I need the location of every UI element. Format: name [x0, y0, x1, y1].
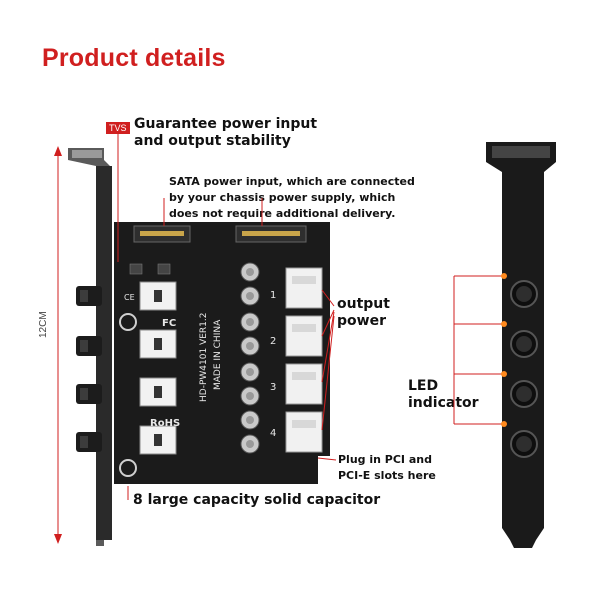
- capacitor-callout: 8 large capacity solid capacitor: [133, 492, 381, 508]
- switch-module-3: [139, 377, 177, 407]
- tvs-tag: TVS: [106, 122, 130, 134]
- output-callout-line-3: [321, 311, 335, 383]
- led-dot-1: [501, 273, 507, 279]
- port-number-3: 3: [270, 382, 276, 393]
- led-dot-2: [501, 321, 507, 327]
- sata-callout: SATA power input, which are connected by…: [169, 174, 415, 222]
- board-model: HD-PW4101 VER1.2: [199, 313, 209, 402]
- page-title: Product details: [42, 44, 226, 72]
- led-line-1: LED: [408, 378, 439, 394]
- fc-mark: FC: [162, 318, 176, 329]
- tvs-component-1: [129, 263, 143, 275]
- output-connector-3: [285, 363, 323, 405]
- capacitor-3: [240, 312, 260, 332]
- output-connector-1: [285, 267, 323, 309]
- ce-mark: CE: [124, 293, 135, 302]
- plug-line-2: PCI-E slots here: [338, 469, 436, 482]
- capacitor-7: [240, 410, 260, 430]
- output-line-2: power: [337, 313, 386, 329]
- output-line-1: output: [337, 296, 390, 312]
- led-line-2: indicator: [408, 395, 479, 411]
- capacitor-2: [240, 286, 260, 306]
- tvs-component-2: [157, 263, 171, 275]
- capacitor-5: [240, 362, 260, 382]
- plug-slot-callout: Plug in PCI and PCI-E slots here: [338, 452, 436, 484]
- left-knob-4: [76, 432, 102, 452]
- port-number-1: 1: [270, 290, 276, 301]
- output-power-callout: output power: [337, 296, 390, 330]
- capacitor-8: [240, 434, 260, 454]
- led-dot-3: [501, 371, 507, 377]
- port-number-2: 2: [270, 336, 276, 347]
- guarantee-callout: Guarantee power input and output stabili…: [134, 116, 317, 150]
- plug-callout-line: [317, 457, 337, 461]
- capacitor-6: [240, 386, 260, 406]
- board-origin: MADE IN CHINA: [213, 319, 223, 390]
- screw-hole-bottom: [119, 459, 137, 477]
- rohs-mark: RoHS: [150, 418, 180, 429]
- callout-lines: [117, 132, 502, 500]
- switch-module-1: [139, 281, 177, 311]
- screw-hole-top: [119, 313, 137, 331]
- led-dot-4: [501, 421, 507, 427]
- plug-line-1: Plug in PCI and: [338, 453, 432, 466]
- left-knob-2: [76, 336, 102, 356]
- sata-line-1: SATA power input, which are connected: [169, 175, 415, 188]
- guarantee-line-1: Guarantee power input: [134, 116, 318, 132]
- capacitor-4: [240, 336, 260, 356]
- output-callout-line-1: [321, 289, 335, 307]
- sata-connector-left: [133, 225, 191, 243]
- output-callout-line-4: [321, 315, 335, 431]
- sata-line-2: by your chassis power supply, which: [169, 191, 396, 204]
- front-knob-3: [510, 380, 538, 408]
- sata-line-3: does not require additional delivery.: [169, 207, 396, 220]
- output-callout-line-2: [321, 309, 335, 337]
- dimension-arrow: [54, 146, 62, 544]
- switch-module-4: [139, 425, 177, 455]
- output-connector-4: [285, 411, 323, 453]
- port-number-4: 4: [270, 428, 276, 439]
- guarantee-line-2: and output stability: [134, 133, 291, 149]
- left-knob-3: [76, 384, 102, 404]
- front-knob-4: [510, 430, 538, 458]
- left-knob-1: [76, 286, 102, 306]
- led-indicator-callout: LED indicator: [408, 378, 479, 412]
- front-knob-2: [510, 330, 538, 358]
- sata-connector-right: [235, 225, 307, 243]
- front-knob-1: [510, 280, 538, 308]
- capacitor-1: [240, 262, 260, 282]
- switch-module-2: [139, 329, 177, 359]
- output-connector-2: [285, 315, 323, 357]
